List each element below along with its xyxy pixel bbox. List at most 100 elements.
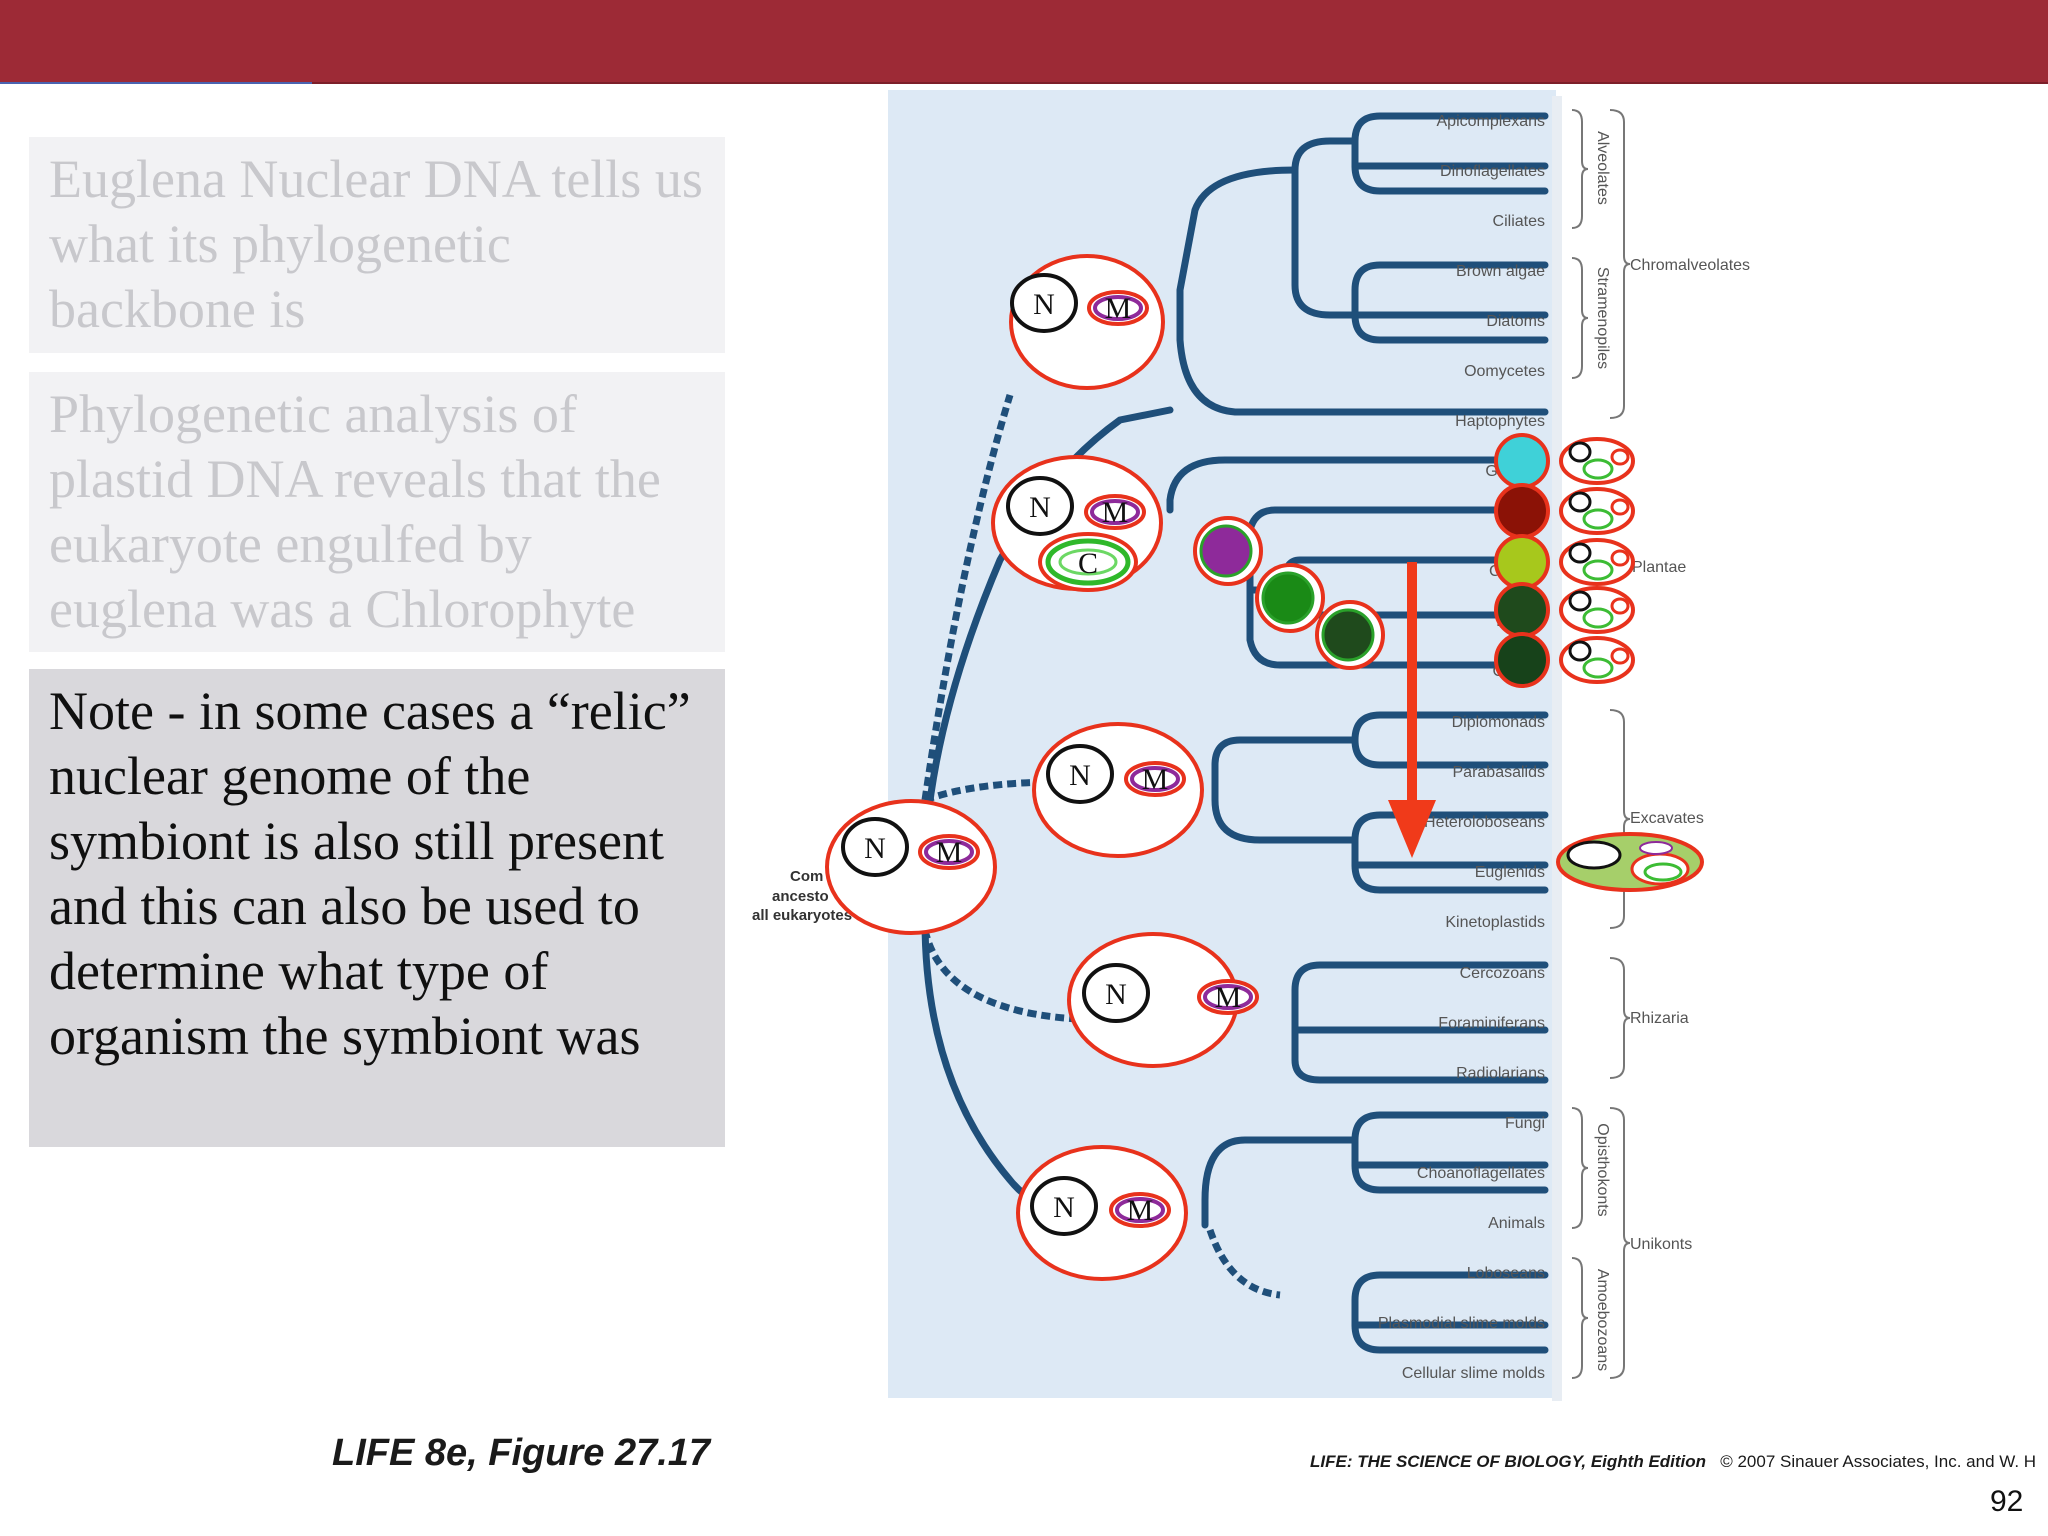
mitochondrion bbox=[1203, 984, 1253, 1010]
mini-chloroplast bbox=[1582, 657, 1614, 679]
mini-nucleus bbox=[1568, 640, 1592, 662]
bracket bbox=[1571, 257, 1589, 379]
subgroup-label: Amoebozoans bbox=[1594, 1269, 1611, 1371]
mitochondrion-label: M bbox=[1142, 763, 1169, 796]
euglena-cell bbox=[1556, 832, 1704, 892]
plastid-marker bbox=[1494, 433, 1550, 489]
leaf-label: Cellular slime molds bbox=[1402, 1365, 1545, 1382]
leaf-label: Heteroloboseans bbox=[1424, 814, 1545, 831]
leaf-label: Fungi bbox=[1505, 1115, 1545, 1132]
tree-branch bbox=[1211, 736, 1359, 844]
nucleus bbox=[841, 817, 909, 877]
group-label: Unikonts bbox=[1630, 1236, 1692, 1253]
mitochondrion bbox=[924, 839, 974, 865]
leaf-label: Apicomplexans bbox=[1437, 113, 1546, 130]
leaf-label: Brown algae bbox=[1456, 263, 1545, 280]
root-label: Com ancesto all eukaryotes bbox=[752, 868, 852, 924]
arrow-head bbox=[1388, 800, 1436, 858]
panel-edge bbox=[1552, 96, 1562, 1401]
euglena-nucleus bbox=[1566, 840, 1622, 870]
tree-branch bbox=[1351, 811, 1549, 894]
nucleus-label: N bbox=[1033, 288, 1055, 321]
text-box-plastid-analysis: Phylogenetic analysis of plastid DNA rev… bbox=[29, 372, 725, 652]
tree-branch bbox=[1201, 1136, 1359, 1229]
mitochondrion bbox=[1093, 295, 1143, 321]
tree-branch bbox=[1351, 112, 1549, 195]
nucleus bbox=[1046, 744, 1114, 804]
tree-branch bbox=[1246, 506, 1549, 669]
bracket bbox=[1571, 109, 1589, 229]
plastid-marker bbox=[1494, 483, 1550, 539]
mini-mitochondrion bbox=[1610, 647, 1630, 665]
euglena-chloroplast bbox=[1643, 862, 1683, 882]
mitochondrion-label: M bbox=[1215, 981, 1242, 1014]
mini-cell-icon bbox=[1559, 636, 1635, 684]
text-box-1-text: Euglena Nuclear DNA tells us what its ph… bbox=[49, 149, 703, 339]
group-label: Chromalveolates bbox=[1630, 257, 1750, 274]
mini-cell-icon bbox=[1559, 538, 1635, 586]
root-label-line-2: ancesto bbox=[772, 888, 829, 905]
tree-branch bbox=[1166, 456, 1549, 514]
nucleus-label: N bbox=[1105, 978, 1127, 1011]
engulfed-plastid bbox=[1199, 524, 1253, 578]
mini-mitochondrion bbox=[1610, 597, 1630, 615]
group-brackets: AlveolatesStramenopilesOpisthokontsAmoeb… bbox=[1571, 109, 1750, 1379]
text-box-relic-nuclear-note: Note - in some cases a “relic” nuclear g… bbox=[29, 669, 725, 1147]
mitochondrion bbox=[1090, 499, 1140, 525]
leaf-label: Diatoms bbox=[1486, 313, 1545, 330]
leaf-label: Euglenids bbox=[1475, 864, 1545, 881]
group-label: Plantae bbox=[1632, 559, 1686, 576]
leaf-label: Plasmodial slime molds bbox=[1378, 1315, 1545, 1332]
mini-chloroplast bbox=[1582, 458, 1614, 480]
leaf-label: Dinoflagellates bbox=[1440, 163, 1545, 180]
leaf-label: Foraminiferans bbox=[1438, 1015, 1545, 1032]
text-box-3-text: Note - in some cases a “relic” nuclear g… bbox=[49, 681, 691, 1066]
text-box-2-text: Phylogenetic analysis of plastid DNA rev… bbox=[49, 384, 661, 639]
leaf-label: Haptophytes bbox=[1455, 413, 1545, 430]
nucleus-label: N bbox=[1069, 759, 1091, 792]
engulfed-plastid bbox=[1261, 571, 1315, 625]
leaf-label: Radiolarians bbox=[1456, 1065, 1545, 1082]
mitochondrion bbox=[1115, 1197, 1165, 1223]
plastid-marker bbox=[1494, 632, 1550, 688]
leaf-label: Animals bbox=[1488, 1215, 1545, 1232]
root-label-line-1: Com bbox=[790, 868, 823, 885]
tree-branches bbox=[920, 112, 1549, 1354]
bracket bbox=[1609, 109, 1631, 419]
bracket bbox=[1609, 957, 1631, 1079]
tree-branch bbox=[1351, 261, 1549, 344]
text-box-euglena-nuclear-dna: Euglena Nuclear DNA tells us what its ph… bbox=[29, 137, 725, 353]
plastid-marker bbox=[1494, 534, 1550, 590]
mitochondrion-label: M bbox=[936, 836, 963, 869]
mini-cell-icon bbox=[1559, 487, 1635, 535]
subgroup-label: Stramenopiles bbox=[1594, 267, 1611, 369]
mini-mitochondrion bbox=[1610, 549, 1630, 567]
bracket bbox=[1609, 709, 1631, 929]
tree-branch bbox=[1351, 1111, 1549, 1194]
plastid-marker bbox=[1494, 582, 1550, 638]
mini-nucleus bbox=[1568, 590, 1592, 612]
nucleus-label: N bbox=[864, 832, 886, 865]
leaf-label: Diplomonads bbox=[1452, 714, 1545, 731]
leaf-label: Choanoflagellates bbox=[1417, 1165, 1545, 1182]
tree-branch-dashed bbox=[1206, 1228, 1281, 1299]
figure-credit: LIFE: THE SCIENCE OF BIOLOGY, Eighth Edi… bbox=[1310, 1452, 2048, 1472]
leaf-label: Kinetoplastids bbox=[1445, 914, 1545, 931]
mini-chloroplast bbox=[1582, 559, 1614, 581]
leaf-label: Ciliates bbox=[1493, 213, 1545, 230]
leaf-label: Oomycetes bbox=[1464, 363, 1545, 380]
header-bar bbox=[0, 0, 2048, 84]
mini-mitochondrion bbox=[1610, 498, 1630, 516]
page-number: 92 bbox=[1990, 1485, 2024, 1518]
leaf-label: Loboseans bbox=[1467, 1265, 1545, 1282]
mitochondrion-label: M bbox=[1102, 496, 1129, 529]
mitochondrion bbox=[1130, 766, 1180, 792]
euglena-arrow bbox=[1388, 562, 1436, 858]
